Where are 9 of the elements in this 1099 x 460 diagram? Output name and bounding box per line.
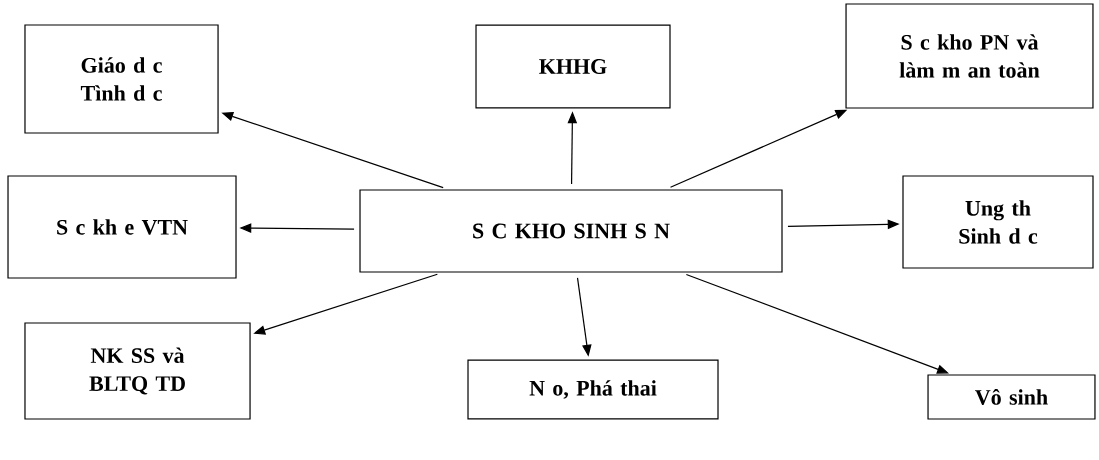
topic-box: NK SS và BLTQ TD <box>24 322 251 420</box>
topic-box: KHHG <box>475 24 671 109</box>
topic-box: N o, Phá thai <box>467 359 719 420</box>
topic-box: Giáo d c Tình d c <box>24 24 219 134</box>
topic-box: S c kh e VTN <box>7 175 237 279</box>
topic-box: Ung th Sinh d c <box>902 175 1094 269</box>
topic-box: Vô sinh <box>927 374 1096 420</box>
topic-box: S c kho PN và làm m an toàn <box>845 3 1094 109</box>
title-box: S C KHO SINH S N <box>359 189 783 273</box>
